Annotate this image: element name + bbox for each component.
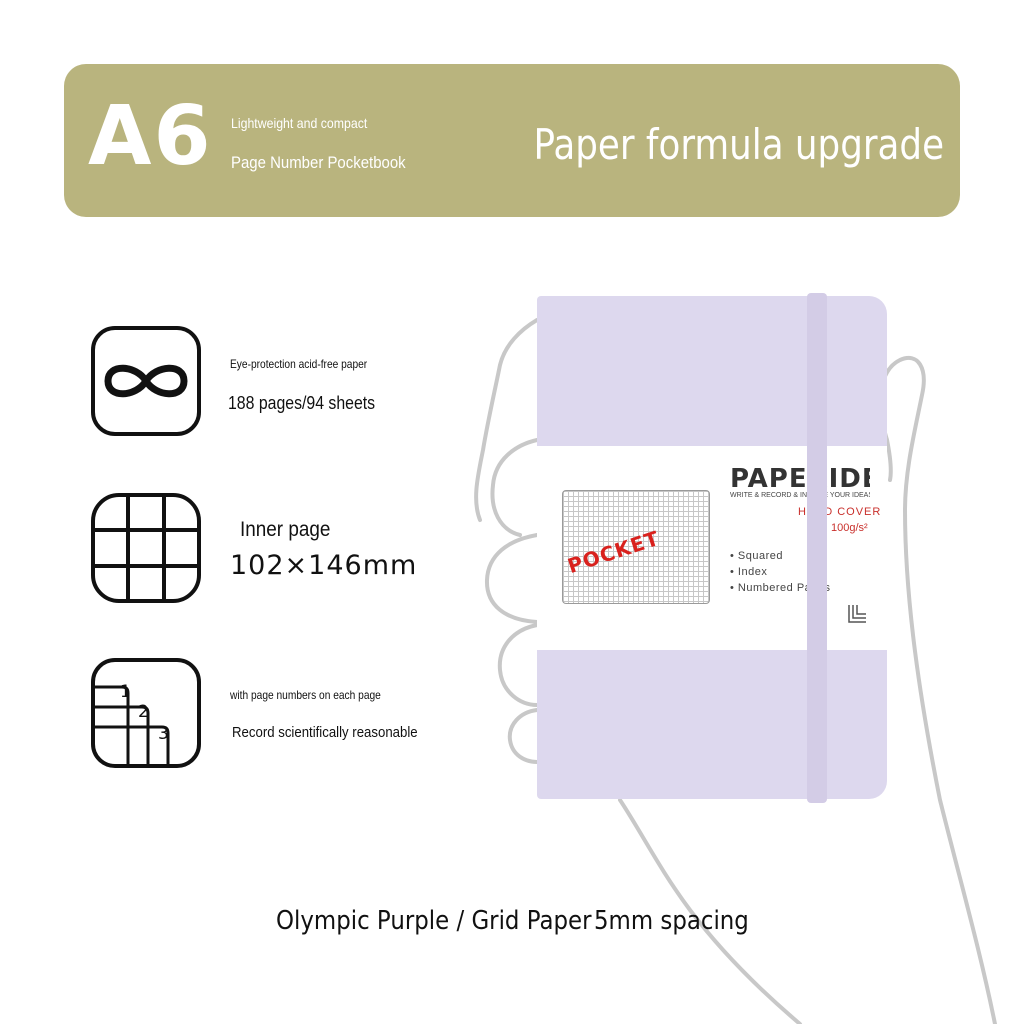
size-label: A6	[88, 89, 213, 184]
banner-subtitle-1: Lightweight and compact	[231, 115, 368, 131]
page-number-1: 1	[120, 682, 131, 702]
feature-1-small-text: Eye-protection acid-free paper	[230, 357, 368, 371]
grid-paper-preview	[562, 490, 710, 604]
banner-subtitle-2: Page Number Pocketbook	[231, 153, 406, 172]
spacing-caption: 5mm spacing	[594, 906, 749, 936]
page-number-3: 3	[158, 724, 169, 744]
elastic-strap	[807, 293, 827, 803]
brand-tagline: WRITE & RECORD & INSPIRE YOUR IDEAS	[730, 492, 870, 499]
feature-3-small-text: with page numbers on each page	[230, 688, 381, 702]
feature-2-size: 102×146mm	[230, 550, 418, 581]
page-number-2: 2	[138, 702, 149, 722]
banner-headline: Paper formula upgrade	[533, 120, 944, 169]
infinity-icon	[91, 326, 201, 436]
feature-1-big-text: 188 pages/94 sheets	[228, 393, 376, 413]
grid-icon	[91, 493, 201, 603]
feature-2-title: Inner page	[240, 518, 331, 541]
brand-logo-icon	[848, 605, 866, 623]
top-banner	[64, 64, 960, 217]
variant-caption: Olympic Purple / Grid Paper	[276, 906, 592, 936]
numbered-pages-icon: 1 2 3	[91, 658, 201, 768]
brand-name: PAPERIDEAS	[730, 464, 870, 494]
paper-weight: 100g/s²	[831, 522, 868, 534]
list-item: Index	[730, 564, 831, 580]
feature-3-big-text: Record scientifically reasonable	[232, 724, 418, 741]
list-item: Squared	[730, 548, 831, 564]
